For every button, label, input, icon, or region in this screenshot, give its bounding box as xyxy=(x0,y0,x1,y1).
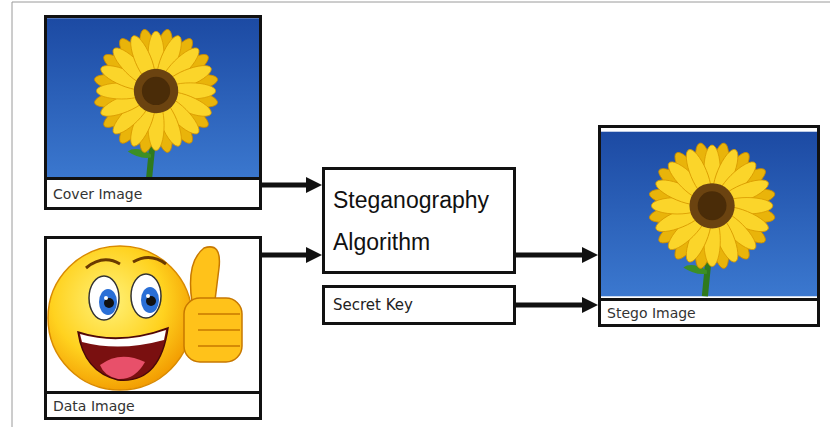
sunflower-picture xyxy=(601,132,817,297)
flow-arrow xyxy=(516,253,582,258)
flow-arrow xyxy=(516,303,582,308)
image-box: Data Image xyxy=(44,236,262,420)
image-box: Stego Image xyxy=(598,125,820,327)
sunflower-picture xyxy=(47,18,259,180)
box-label: Secret Key xyxy=(333,295,505,315)
image-caption: Stego Image xyxy=(601,298,817,324)
smiley-picture xyxy=(48,246,242,390)
image-caption: Data Image xyxy=(47,391,259,417)
frame-line xyxy=(12,2,830,3)
key-box: Secret Key xyxy=(322,285,516,325)
image-caption: Cover Image xyxy=(47,177,259,207)
box-label: Steganography Algorithm xyxy=(333,179,505,263)
process-box: Steganography Algorithm xyxy=(322,167,516,274)
flow-arrow xyxy=(262,183,306,188)
flow-arrow xyxy=(262,253,306,258)
frame-line xyxy=(12,2,13,427)
image-box: Cover Image xyxy=(44,15,262,210)
